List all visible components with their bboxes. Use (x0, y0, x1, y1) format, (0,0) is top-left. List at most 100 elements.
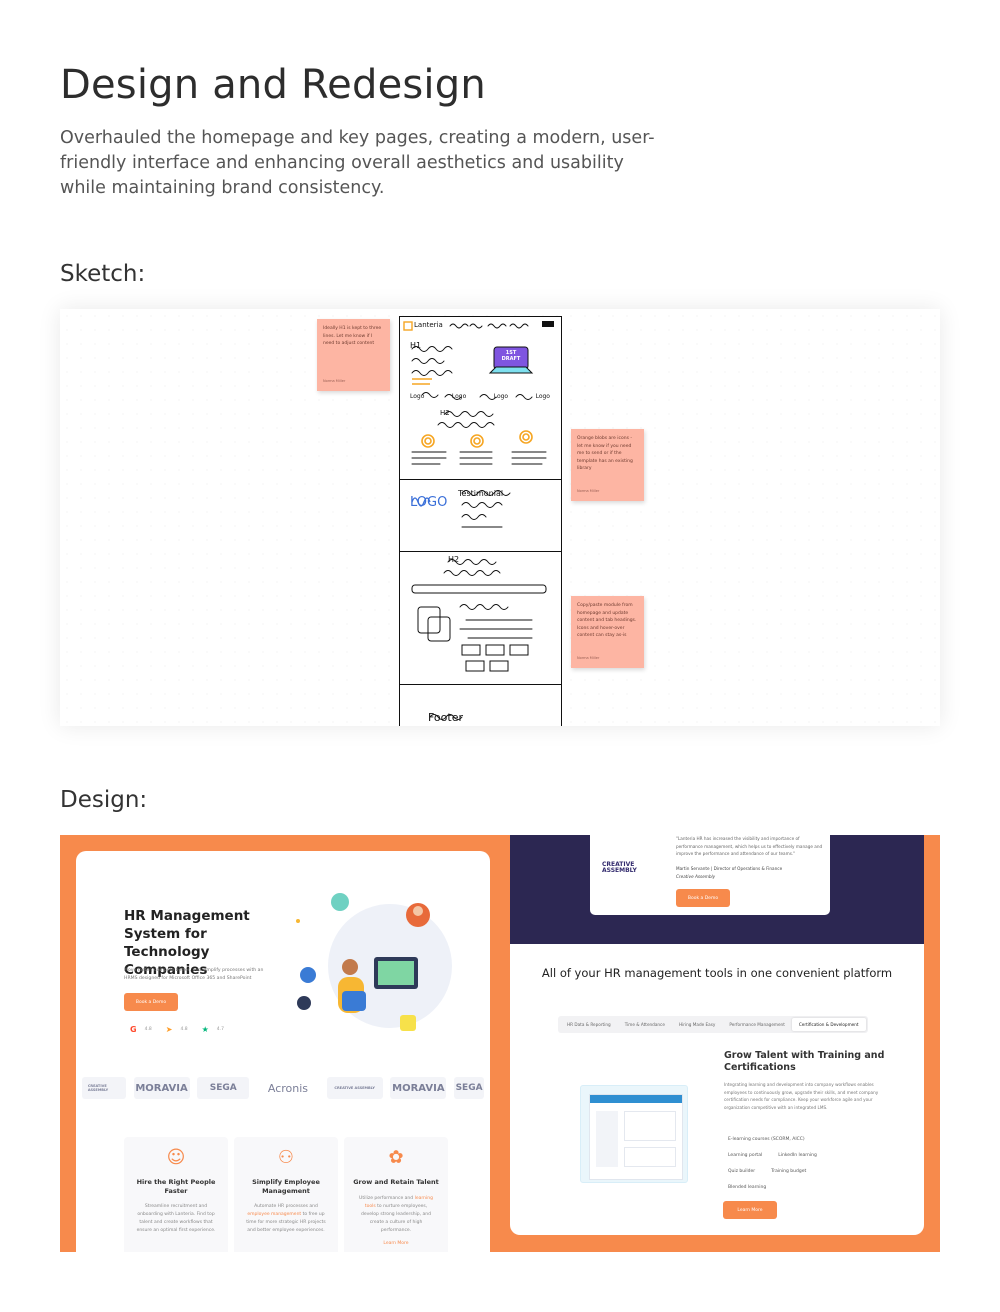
tab-time-attendance[interactable]: Time & Attendance (624, 1022, 665, 1027)
g2-icon: G (130, 1025, 137, 1034)
hero-subtitle: Move faster, compete better, and simplif… (124, 968, 264, 981)
people-icon: ☺ (166, 1147, 186, 1168)
homepage-mockup: HR Management System for Technology Comp… (76, 851, 490, 1252)
sticky-note-author: Norma Miller (577, 488, 600, 493)
wireframe-logo: Logo (535, 393, 550, 400)
rating-trustpilot: ★ 4.7 (202, 1025, 224, 1034)
wireframe-badge-line1: 1ST (505, 350, 517, 356)
rating-value: 4.7 (216, 1027, 224, 1032)
learn-more-button[interactable]: Learn More (723, 1201, 777, 1219)
hero-title: HR Management System for Technology Comp… (124, 908, 250, 978)
sketch-board: Ideally H1 is kept to three lines. Let m… (60, 309, 940, 726)
client-logo: CREATIVE ASSEMBLY (326, 1077, 383, 1099)
feature-desc: Utilize performance and learning tools t… (359, 1195, 433, 1233)
sketch-section-label: Sketch: (60, 261, 146, 287)
list-item-label: LinkedIn learning (778, 1152, 817, 1158)
growth-icon: ✿ (388, 1147, 404, 1168)
feature-highlight[interactable]: employee management (247, 1212, 302, 1217)
ratings-row: G 4.8 ➤ 4.8 ★ 4.7 (130, 1025, 224, 1034)
learn-more-link[interactable]: Learn More (383, 1240, 409, 1246)
page-title: Design and Redesign (60, 62, 486, 108)
feature-checklist: E-learning courses (SCORM, AICC) Learnin… (728, 1131, 878, 1195)
sticky-note-text: Ideally H1 is kept to three lines. Let m… (323, 326, 382, 346)
wireframe-logo: Logo (451, 393, 467, 400)
wireframe-logo-big: LOGO (410, 495, 448, 510)
testimonial-quote: "Lanteria HR has increased the visibilit… (676, 836, 823, 856)
tools-page-mockup: CREATIVE ASSEMBLY "Lanteria HR has incre… (510, 835, 924, 1235)
capterra-icon: ➤ (165, 1025, 173, 1034)
design-section-label: Design: (60, 787, 148, 813)
sticky-note: Orange blobs are icons - let me know if … (571, 429, 644, 501)
book-demo-button[interactable]: Book a Demo (124, 993, 178, 1011)
wireframe-badge: 1ST DRAFT (500, 350, 522, 362)
list-item: Blended learning (728, 1179, 878, 1195)
grow-talent-desc: Integrating learning and development int… (724, 1082, 879, 1110)
feature-title: Hire the Right People Faster (136, 1178, 216, 1195)
wireframe-logo: Logo (493, 393, 509, 400)
list-item: Learning portal LinkedIn learning (728, 1147, 878, 1163)
org-chart-icon: ⚇ (277, 1147, 295, 1168)
feature-title: Grow and Retain Talent (353, 1178, 439, 1186)
sticky-note-author: Norma Miller (577, 655, 600, 660)
feature-desc: Streamline recruitment and onboarding wi… (136, 1204, 216, 1233)
wireframe-h1: H1 (410, 341, 422, 350)
list-item-label: E-learning courses (SCORM, AICC) (728, 1136, 805, 1142)
grow-talent-title: Grow Talent with Training and Certificat… (724, 1050, 885, 1073)
creative-assembly-logo: CREATIVE ASSEMBLY (602, 862, 637, 874)
author-name: Martin Servante (676, 866, 710, 871)
tab-performance[interactable]: Performance Management (729, 1022, 785, 1027)
client-logo-row: CREATIVE ASSEMBLY MORAVIA SEGA Acronis C… (76, 1077, 490, 1099)
star-icon: ★ (201, 1025, 209, 1034)
client-logo: CREATIVE ASSEMBLY (81, 1077, 126, 1099)
creative-assembly-logo-line2: ASSEMBLY (602, 867, 637, 874)
rating-value: 4.8 (180, 1027, 188, 1032)
intro-paragraph: Overhauled the homepage and key pages, c… (60, 128, 655, 198)
testimonial-author: Martin Servante | Director of Operations… (676, 866, 783, 879)
author-company: Creative Assembly (676, 873, 716, 879)
wireframe-h2: H2 (440, 409, 450, 417)
wireframe-badge-line2: DRAFT (501, 356, 521, 362)
sticky-note: Ideally H1 is kept to three lines. Let m… (317, 319, 390, 391)
creative-assembly-logo-line1: CREATIVE (602, 861, 635, 868)
tab-certification[interactable]: Certification & Development (791, 1018, 866, 1031)
tab-hiring[interactable]: Hiring Made Easy (678, 1022, 716, 1027)
feature-cards: ☺ Hire the Right People Faster Streamlin… (124, 1137, 448, 1252)
client-logo: SEGA (197, 1077, 250, 1099)
feature-highlight[interactable]: learning tools (364, 1195, 433, 1209)
author-role: Director of Operations & Finance (713, 866, 783, 871)
sticky-note-author: Norma Miller (323, 378, 346, 383)
wireframe-sketch: Lanteria H1 1ST DRAFT Logo Logo Logo Log… (399, 316, 562, 726)
client-logo: MORAVIA (390, 1077, 447, 1099)
rating-g2: G 4.8 (130, 1025, 152, 1034)
feature-card: ⚇ Simplify Employee Management Automate … (234, 1137, 338, 1252)
wireframe-logo: Logo (410, 393, 425, 400)
testimonial-demo-button[interactable]: Book a Demo (676, 889, 730, 907)
feature-desc: Automate HR processes and employee manag… (246, 1204, 326, 1233)
wireframe-footer: Footer (428, 711, 463, 724)
sticky-note-text: Copy/paste module from homepage and upda… (577, 603, 637, 638)
list-item-label: Training budget (771, 1168, 807, 1174)
wireframe-brand: Lanteria (414, 321, 443, 329)
sticky-note: Copy/paste module from homepage and upda… (571, 596, 644, 668)
rating-capterra: ➤ 4.8 (166, 1025, 188, 1034)
list-item-label: Learning portal (728, 1152, 763, 1158)
tools-title: All of your HR management tools in one c… (541, 966, 893, 980)
list-item-label: Blended learning (728, 1184, 767, 1190)
product-screenshot-window (589, 1094, 683, 1180)
rating-value: 4.8 (144, 1027, 152, 1032)
hero-illustration-icon (296, 893, 452, 1031)
testimonial-card: CREATIVE ASSEMBLY "Lanteria HR has incre… (590, 835, 830, 915)
wireframe-logo-row: Logo Logo Logo Logo (410, 393, 550, 400)
feature-card: ☺ Hire the Right People Faster Streamlin… (124, 1137, 228, 1252)
list-item: E-learning courses (SCORM, AICC) (728, 1131, 878, 1147)
sticky-note-text: Orange blobs are icons - let me know if … (577, 436, 633, 471)
tab-hr-data[interactable]: HR Data & Reporting (567, 1022, 611, 1027)
product-screenshot (580, 1085, 688, 1183)
feature-card: ✿ Grow and Retain Talent Utilize perform… (344, 1137, 448, 1252)
design-mockup: HR Management System for Technology Comp… (60, 835, 940, 1252)
client-logo: MORAVIA (133, 1077, 190, 1099)
wireframe-scribbles (403, 321, 554, 720)
client-logo: Acronis (256, 1077, 319, 1099)
client-logo: SEGA (454, 1077, 485, 1099)
